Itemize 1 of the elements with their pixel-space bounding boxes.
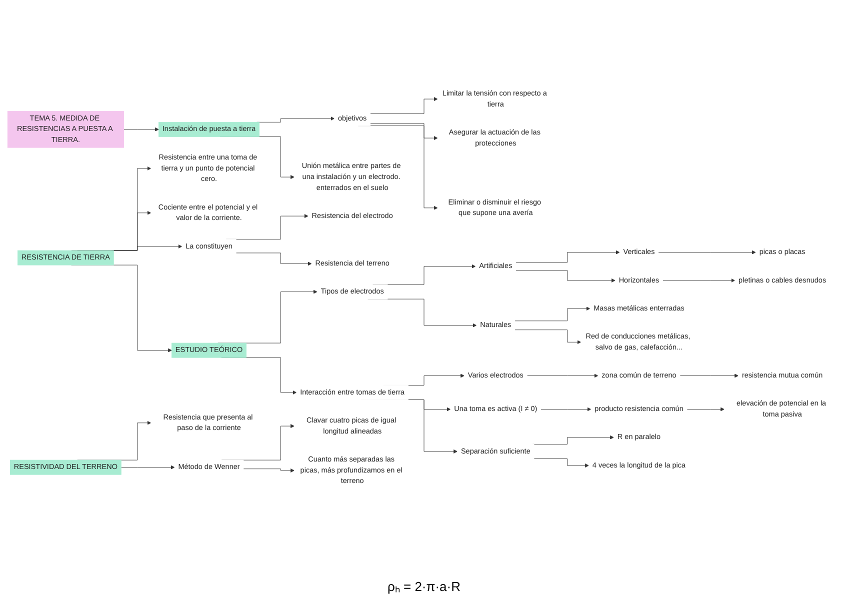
formula-note: ρₕ = 2·π·a·R	[387, 579, 460, 594]
